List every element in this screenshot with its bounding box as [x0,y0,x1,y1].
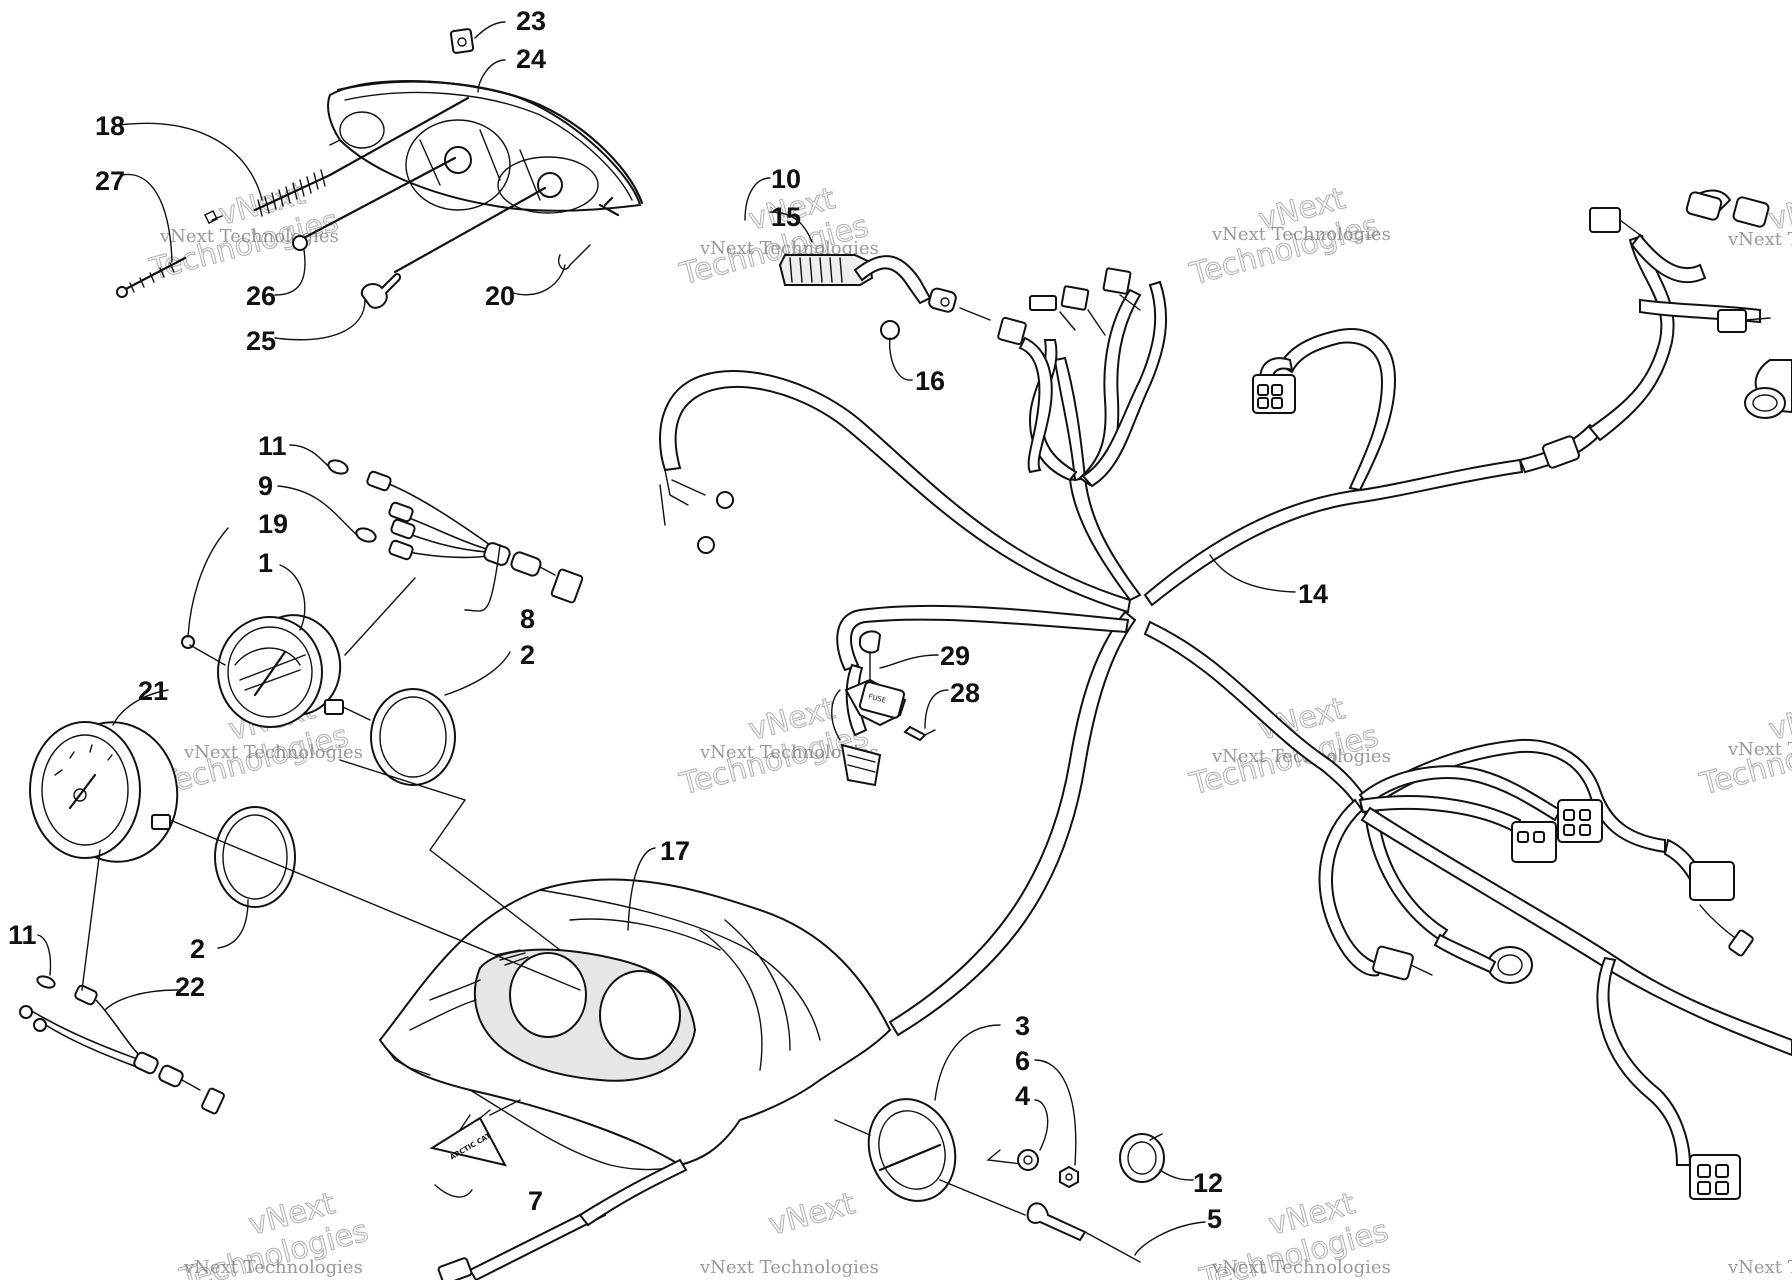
watermark-small: vNext Technologies [1211,746,1391,767]
callout-2: 2 [520,640,535,670]
watermark-small: vNext Technologies [1727,1257,1792,1278]
arctic-cat-decal-logo: ARCTIC CAT [429,1099,521,1198]
watermark-small: vNext Technologies [183,742,363,763]
callout-18: 18 [95,111,125,141]
watermark-small: vNext Technologies [699,238,879,259]
callout-9: 9 [258,471,273,501]
watermark-line1: vNext [765,1186,859,1243]
instrument-console [169,759,892,1171]
leaders-gauges [37,444,511,1011]
hose-clamp-12 [1119,1133,1194,1183]
watermark-small: vNext Technologies [699,742,879,763]
callout-3: 3 [1015,1011,1030,1041]
watermark-small: vNext Technologies [1727,229,1792,250]
callout-5: 5 [1207,1204,1222,1234]
watermark-small: vNext Technologies [1211,1257,1391,1278]
leaders-harness [627,177,1296,931]
callout-labels: 23 24 18 27 26 25 20 10 15 16 14 11 9 19… [8,6,1328,1234]
watermark-small: vNext Technologies [699,1257,879,1278]
callout-27: 27 [95,166,125,196]
gauge-bezel-ring [214,688,456,908]
watermark-small: vNext Technologies [1727,739,1792,760]
callout-15: 15 [771,202,801,232]
callout-2b: 2 [190,934,205,964]
bracket-23 [449,21,506,54]
callout-11b: 11 [8,920,37,950]
watermark-small: vNext Technologies [1211,224,1391,245]
headlight-assembly [327,80,644,217]
callout-24: 24 [516,44,546,74]
callout-1: 1 [258,548,273,578]
callout-4: 4 [1015,1081,1030,1111]
callout-26: 26 [246,281,276,311]
tachometer-gauge [181,614,371,728]
callout-22: 22 [175,972,205,1002]
headlight-hardware [292,156,591,309]
callout-6: 6 [1015,1046,1030,1076]
watermark-small: vNext Technologies [183,1257,363,1278]
ignition-switch [834,1098,1141,1263]
adjuster-screw-27 [116,210,223,298]
callout-8: 8 [520,604,535,634]
leaders-ignition [934,1024,1206,1256]
callout-25: 25 [246,326,276,356]
callout-20: 20 [485,281,515,311]
callout-14: 14 [1298,579,1328,609]
watermark-small: vNext Technologies [159,226,339,247]
harness-right-branches [1518,189,1792,474]
callout-23: 23 [516,6,546,36]
gauge-light-harness [327,459,584,656]
harness-connectors-top [778,254,1141,474]
leaders-top-left [119,59,566,341]
callout-10: 10 [771,164,801,194]
callout-17: 17 [660,836,690,866]
callout-16: 16 [915,366,945,396]
callout-21: 21 [138,676,168,706]
callout-12: 12 [1193,1168,1223,1198]
callout-7: 7 [528,1186,543,1216]
callout-11: 11 [258,431,287,461]
callout-29: 29 [940,641,970,671]
harness-connectors-right [1318,738,1792,1200]
callout-19: 19 [258,509,288,539]
adjuster-spring-18 [253,96,470,217]
callout-28: 28 [950,678,980,708]
tach-light-harness [19,849,225,1115]
fuse-holder: FUSE [831,630,936,787]
harness-connector-4pin [1252,357,1296,414]
speedometer-gauge [29,721,179,863]
console-cable [437,1158,688,1280]
